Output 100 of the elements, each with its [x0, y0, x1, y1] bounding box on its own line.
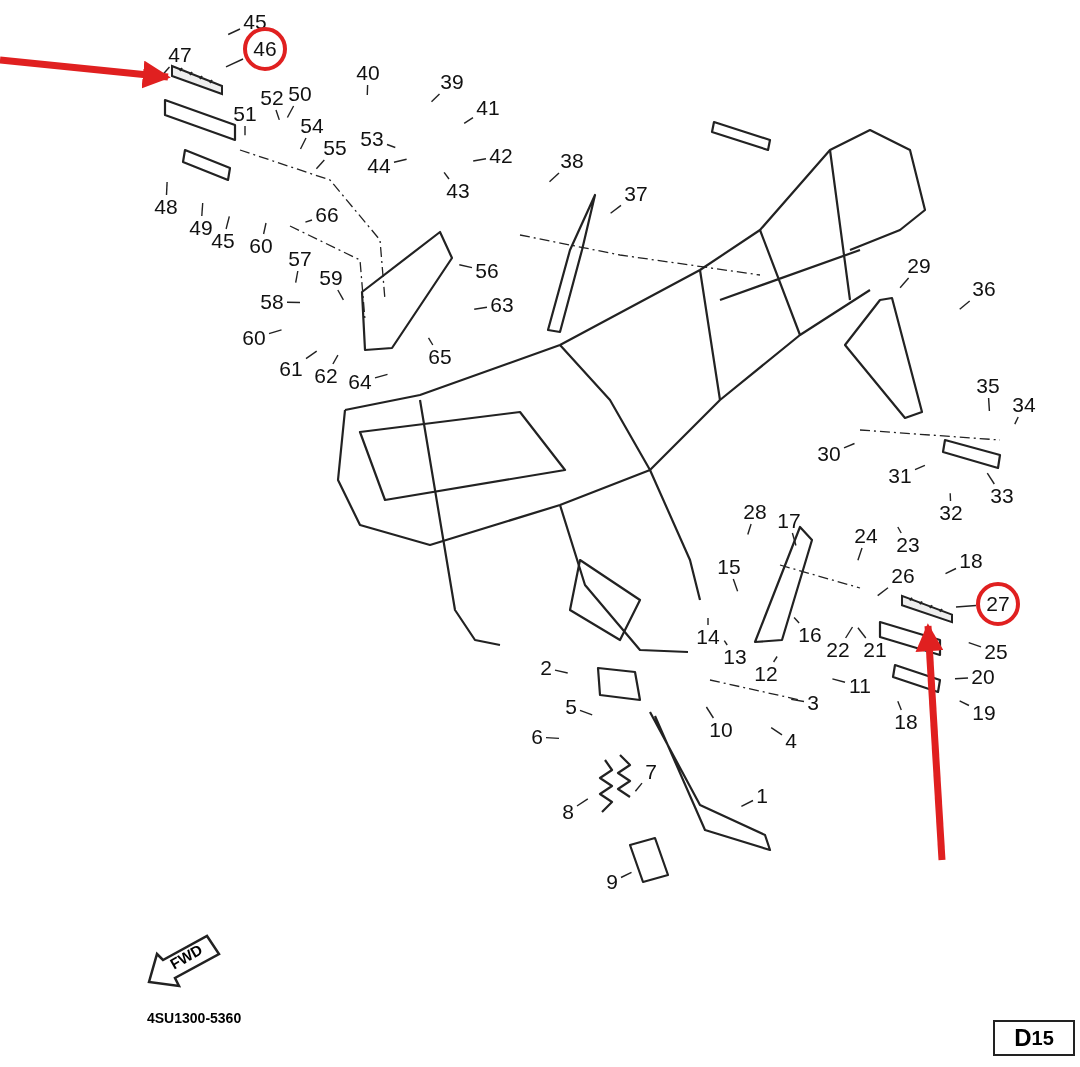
leader-line	[227, 28, 241, 36]
leader-line	[944, 567, 957, 575]
callout-number: 40	[356, 62, 380, 84]
leader-line	[165, 181, 168, 196]
callout-number: 43	[446, 180, 470, 202]
callout-number: 49	[189, 217, 213, 239]
callout-number: 6	[531, 726, 543, 748]
callout-number: 59	[319, 267, 343, 289]
callout-number: 50	[288, 83, 312, 105]
leader-line	[304, 219, 313, 223]
callout-number: 24	[854, 525, 878, 547]
leader-line	[877, 587, 889, 597]
callout-number: 44	[367, 155, 391, 177]
callout-number: 21	[863, 639, 887, 661]
leader-line	[634, 782, 643, 792]
callout-number: 53	[360, 128, 384, 150]
callout-number: 2	[540, 657, 552, 679]
leader-line	[244, 125, 246, 136]
callout-number: 36	[972, 278, 996, 300]
leader-line	[225, 215, 230, 230]
leader-line	[770, 727, 783, 736]
callout-number: 20	[971, 666, 995, 688]
leader-line	[843, 442, 856, 449]
leader-line	[545, 736, 560, 740]
leader-line	[262, 222, 267, 235]
callout-number: 3	[807, 692, 819, 714]
leader-line	[374, 373, 389, 379]
callout-number: 34	[1012, 394, 1036, 416]
leader-line	[554, 669, 569, 674]
leader-line	[844, 626, 854, 639]
pointer-arrow	[915, 623, 946, 861]
callout-number: 8	[562, 801, 574, 823]
pointer-arrow	[0, 56, 171, 89]
leader-line	[831, 678, 846, 683]
footrest-drawing	[898, 592, 956, 626]
callout-number: 47	[168, 44, 192, 66]
leader-line	[899, 277, 910, 289]
drawing-code: 4SU1300-5360	[147, 1010, 242, 1026]
callout-number: 35	[976, 375, 1000, 397]
leader-line	[790, 698, 805, 703]
callout-number: 26	[891, 565, 915, 587]
leader-line	[857, 547, 863, 561]
leader-line	[707, 617, 709, 626]
callout-number: 45	[211, 230, 235, 252]
callout-number: 42	[489, 145, 513, 167]
callout-number: 64	[348, 371, 372, 393]
leader-line	[366, 84, 369, 96]
leader-line	[609, 204, 622, 214]
callout-number: 38	[560, 150, 584, 172]
leader-line	[772, 655, 778, 663]
callout-number: 10	[709, 719, 733, 741]
leader-line	[315, 159, 325, 170]
leader-line	[201, 202, 204, 217]
callout-number: 25	[984, 641, 1008, 663]
callout-number: 12	[754, 663, 778, 685]
leader-line	[225, 58, 244, 68]
leader-line	[987, 397, 991, 412]
callout-number: 9	[606, 871, 618, 893]
callout-number: 15	[717, 556, 741, 578]
leader-line	[427, 337, 434, 346]
leader-line	[548, 172, 560, 183]
callout-number: 31	[888, 465, 912, 487]
callout-number: 11	[849, 675, 871, 697]
leader-line	[386, 143, 396, 149]
leader-line	[914, 464, 926, 471]
callout-number: 17	[777, 510, 801, 532]
leader-line	[732, 578, 739, 592]
leader-line	[793, 616, 800, 624]
callout-number: 28	[743, 501, 767, 523]
callout-number: 37	[624, 183, 648, 205]
callout-number: 23	[896, 534, 920, 556]
leader-line	[740, 799, 754, 807]
callout-number: 63	[490, 294, 514, 316]
circled-callout-number: 27	[976, 582, 1020, 626]
leader-line	[295, 270, 299, 284]
callout-number: 7	[645, 761, 657, 783]
leader-line	[458, 264, 473, 269]
leader-line	[463, 117, 474, 125]
callout-number: 32	[939, 502, 963, 524]
callout-number: 60	[249, 235, 273, 257]
leader-line	[955, 604, 977, 608]
callout-number: 54	[300, 115, 324, 137]
callout-number: 18	[959, 550, 983, 572]
callout-number: 65	[428, 346, 452, 368]
leader-line	[791, 532, 797, 547]
leader-line	[299, 137, 307, 150]
leader-line	[986, 472, 995, 485]
leader-line	[332, 354, 339, 365]
callout-number: 13	[723, 646, 747, 668]
callout-number: 60	[242, 327, 266, 349]
callout-number: 30	[817, 443, 841, 465]
callout-number: 22	[826, 639, 850, 661]
callout-number: 57	[288, 248, 312, 270]
leader-line	[954, 677, 969, 680]
leader-line	[705, 706, 715, 719]
callout-number: 29	[907, 255, 931, 277]
callout-number: 66	[315, 204, 339, 226]
leader-line	[473, 306, 488, 310]
callout-number: 16	[798, 624, 822, 646]
callout-number: 61	[279, 358, 303, 380]
